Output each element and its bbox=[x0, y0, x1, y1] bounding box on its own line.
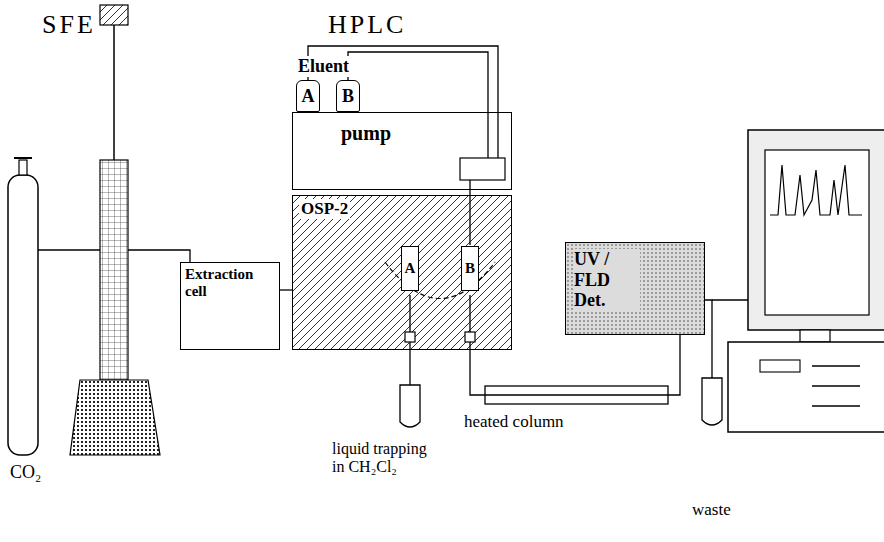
flow-line bbox=[348, 52, 488, 112]
eluent-bottle: A bbox=[296, 80, 320, 112]
section-heading: SFE bbox=[40, 10, 98, 40]
part-label: Eluent bbox=[296, 56, 351, 77]
flow-line bbox=[469, 180, 470, 190]
node-text: UV / FLD Det. bbox=[574, 249, 640, 311]
waste-vial bbox=[702, 378, 722, 425]
node-text: pump bbox=[341, 122, 391, 145]
flow-line bbox=[470, 335, 680, 395]
flow-line bbox=[487, 112, 488, 158]
pump-box: pump bbox=[292, 112, 512, 190]
gas-line bbox=[38, 249, 100, 250]
pump-barrel bbox=[100, 160, 128, 380]
part-label: CO₂ bbox=[8, 462, 43, 483]
extraction-cell: Extraction cell bbox=[180, 262, 280, 350]
flow-line bbox=[469, 195, 470, 245]
monitor-stand bbox=[800, 330, 830, 342]
node-text: A bbox=[302, 86, 315, 107]
node-text: Extraction cell bbox=[185, 266, 275, 299]
flow-line bbox=[469, 295, 470, 332]
flow-line bbox=[469, 342, 470, 350]
signal-cable bbox=[712, 299, 748, 300]
part-label: heated column bbox=[462, 412, 566, 432]
flow-line bbox=[705, 300, 712, 378]
eluent-bottle: B bbox=[336, 80, 360, 112]
gas-line bbox=[128, 250, 190, 262]
gas-cylinder bbox=[8, 175, 38, 455]
drive-slot bbox=[812, 385, 860, 386]
pump-mixer bbox=[460, 158, 505, 180]
node-text: B bbox=[465, 260, 475, 277]
pump-base bbox=[70, 380, 160, 455]
valve-hatching bbox=[292, 195, 512, 350]
computer-base bbox=[728, 342, 884, 432]
node-text: B bbox=[342, 86, 354, 107]
monitor bbox=[748, 130, 884, 330]
flow-line bbox=[497, 112, 498, 158]
section-heading: HPLC bbox=[326, 10, 408, 40]
cylinder-valve bbox=[19, 160, 27, 175]
drive-slot bbox=[812, 405, 860, 406]
valve-port bbox=[465, 332, 475, 342]
flow-line bbox=[280, 289, 292, 290]
valve-box: OSP-2A B bbox=[292, 195, 512, 350]
detector-box: UV / FLD Det. bbox=[565, 242, 705, 335]
trap-vial bbox=[400, 385, 420, 427]
valve-port bbox=[405, 332, 415, 342]
flow-line bbox=[409, 295, 410, 332]
node-text: A bbox=[405, 260, 416, 277]
column-box: B bbox=[461, 246, 479, 291]
valve-handle bbox=[14, 157, 32, 159]
drive-slot bbox=[760, 360, 800, 372]
pump-rod bbox=[113, 25, 115, 160]
drive-slot bbox=[812, 365, 860, 366]
pump-knob bbox=[100, 5, 128, 25]
monitor-screen bbox=[765, 150, 869, 315]
column-box: A bbox=[401, 246, 419, 291]
part-label: liquid trapping in CH₂Cl₂ bbox=[330, 440, 430, 477]
chromatogram bbox=[770, 165, 862, 215]
flow-line bbox=[409, 342, 410, 385]
part-label: waste bbox=[690, 500, 733, 520]
node-text: OSP-2 bbox=[299, 199, 350, 219]
